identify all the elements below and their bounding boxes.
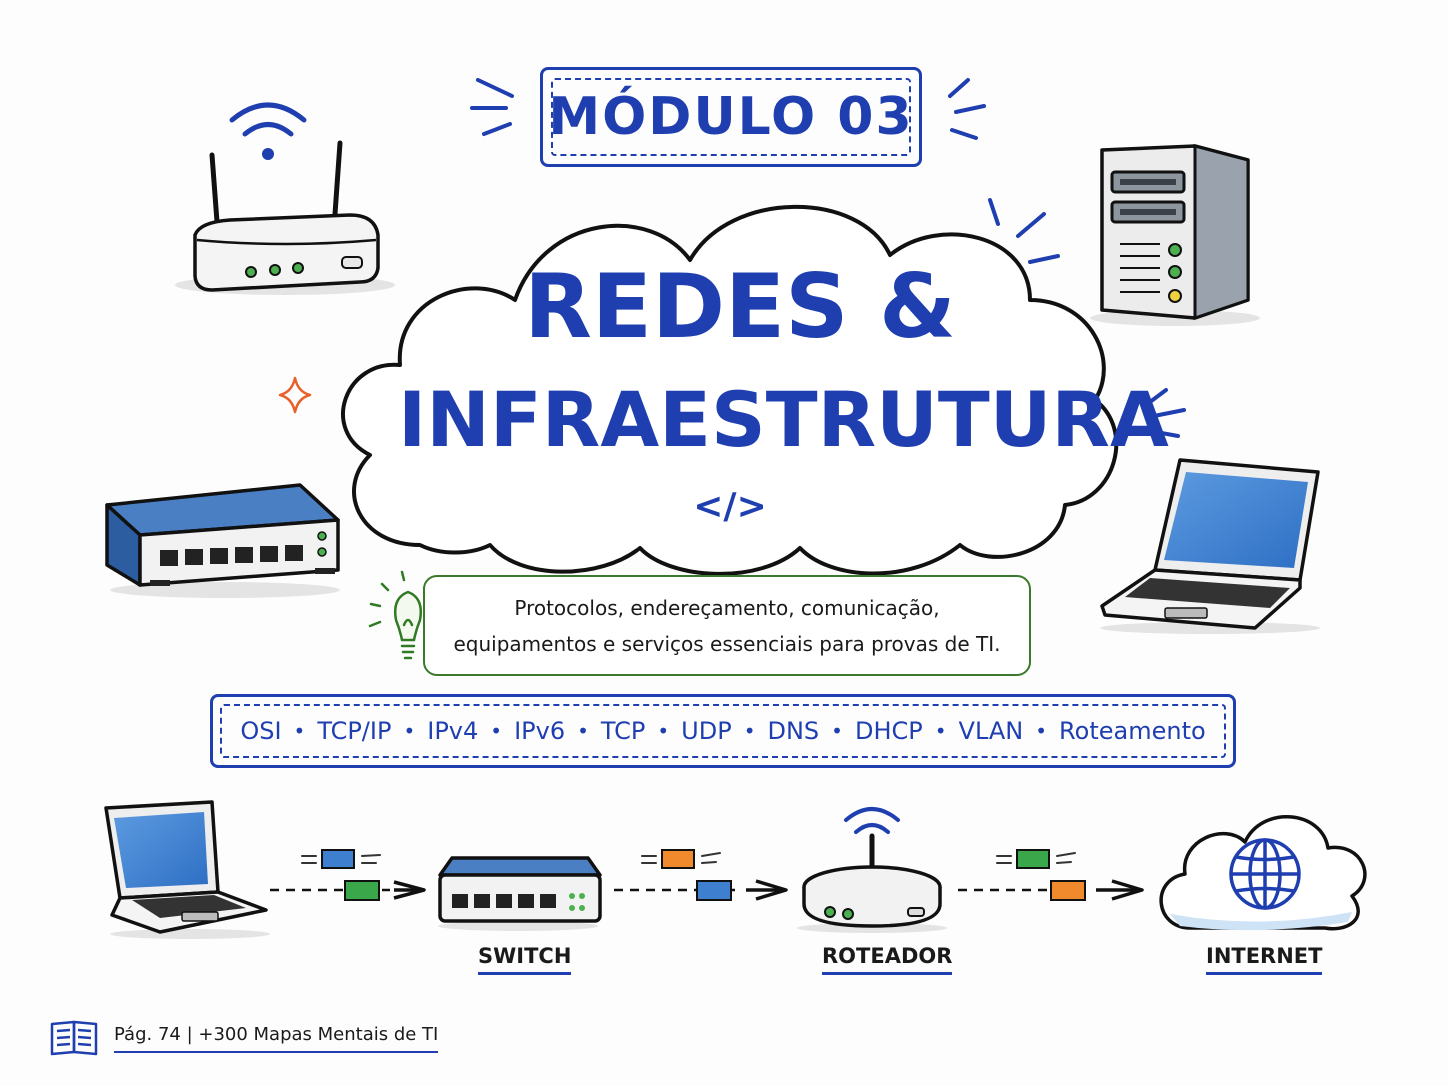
- flow-laptop-icon: [104, 800, 270, 939]
- topic-tag: DHCP: [854, 717, 923, 745]
- packet-motion-lines: [301, 852, 1076, 864]
- topic-tags-box: OSI • TCP/IP • IPv4 • IPv6 • TCP • UDP • DNS • DHCP • VL…: [210, 694, 1236, 768]
- module-badge: MÓDULO 03: [540, 67, 922, 167]
- topic-tag: IPv4: [427, 717, 479, 745]
- book-icon: [50, 1020, 98, 1056]
- server-tower-icon: [1090, 144, 1260, 326]
- switch-label: SWITCH: [478, 944, 572, 975]
- topic-tag: VLAN: [958, 717, 1024, 745]
- tag-separator: •: [743, 719, 756, 743]
- description-line-2: equipamentos e serviços essenciais para …: [453, 631, 1001, 656]
- topic-tag: Roteamento: [1059, 717, 1206, 745]
- wifi-router-icon: [175, 102, 395, 295]
- tag-separator: •: [1035, 719, 1048, 743]
- topic-tag: DNS: [767, 717, 820, 745]
- title-cloud: [341, 204, 1119, 576]
- topic-tag: IPv6: [514, 717, 566, 745]
- laptop-icon: [1100, 458, 1320, 634]
- footer-page-reference: Pág. 74 | +300 Mapas Mentais de TI: [114, 1024, 439, 1053]
- tag-separator: •: [831, 719, 843, 743]
- data-packets: [321, 849, 1086, 901]
- flow-connector-3: [958, 879, 1144, 901]
- flow-router-icon: [797, 807, 947, 933]
- topic-tag: TCP: [600, 717, 646, 745]
- tag-separator: •: [403, 719, 416, 743]
- sparkle-icon: [278, 376, 312, 414]
- lightbulb-icon: [368, 570, 432, 660]
- tag-separator: •: [657, 719, 670, 743]
- topic-tag: OSI: [240, 717, 282, 745]
- topic-tag: TCP/IP: [317, 717, 392, 745]
- router-label: ROTEADOR: [822, 944, 953, 975]
- flow-switch-icon: [438, 856, 602, 931]
- tag-separator: •: [293, 719, 306, 743]
- accent-strokes-left: [470, 78, 514, 136]
- description-box: Protocolos, endereçamento, comunicação, …: [423, 575, 1031, 676]
- topic-tag: UDP: [681, 717, 732, 745]
- description-line-1: Protocolos, endereçamento, comunicação,: [514, 595, 940, 620]
- globe-icon: [1229, 838, 1301, 910]
- tag-separator: •: [934, 719, 947, 743]
- tag-separator: •: [577, 719, 589, 743]
- network-switch-icon: [105, 483, 340, 598]
- code-symbol: </>: [693, 486, 767, 527]
- module-label: MÓDULO 03: [548, 87, 914, 147]
- cloud-strokes-right: [988, 198, 1186, 438]
- internet-label: INTERNET: [1206, 944, 1323, 975]
- tag-separator: •: [490, 719, 503, 743]
- page-title-line2: INFRAESTRUTURA: [398, 375, 1169, 464]
- page-title-line1: REDES &: [524, 255, 956, 358]
- accent-strokes-right: [948, 78, 986, 140]
